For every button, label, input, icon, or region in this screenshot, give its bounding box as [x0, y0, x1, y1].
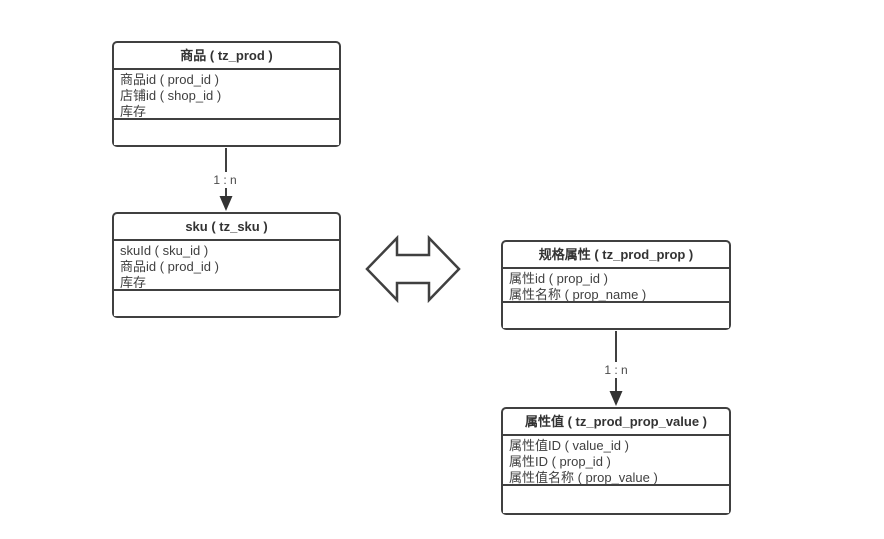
entity-prod-prop-footer	[503, 303, 729, 328]
entity-sku-fields: skuId ( sku_id ) 商品id ( prod_id ) 库存	[114, 241, 339, 291]
field-prod-id: 商品id ( prod_id )	[120, 72, 219, 87]
entity-prod-prop-title: 规格属性 ( tz_prod_prop )	[503, 242, 729, 269]
double-arrow-shape[interactable]	[365, 234, 461, 304]
entity-prod-prop-value-title: 属性值 ( tz_prod_prop_value )	[503, 409, 729, 436]
entity-prod-prop-fields: 属性id ( prop_id ) 属性名称 ( prop_name )	[503, 269, 729, 303]
entity-prod-prop-value-fields: 属性值ID ( value_id ) 属性ID ( prop_id ) 属性值名…	[503, 436, 729, 486]
entity-prod-prop[interactable]: 规格属性 ( tz_prod_prop ) 属性id ( prop_id ) 属…	[501, 240, 731, 330]
entity-prod-fields: 商品id ( prod_id ) 店铺id ( shop_id ) 库存	[114, 70, 339, 120]
field-value-prop-id: 属性ID ( prop_id )	[509, 454, 611, 469]
arrowhead-down-icon	[609, 391, 623, 406]
field-sku-id: skuId ( sku_id )	[120, 243, 209, 258]
entity-sku-title: sku ( tz_sku )	[114, 214, 339, 241]
entity-sku[interactable]: sku ( tz_sku ) skuId ( sku_id ) 商品id ( p…	[112, 212, 341, 318]
entity-sku-footer	[114, 291, 339, 316]
entity-prod[interactable]: 商品 ( tz_prod ) 商品id ( prod_id ) 店铺id ( s…	[112, 41, 341, 147]
field-shop-id: 店铺id ( shop_id )	[120, 88, 222, 103]
entity-prod-title: 商品 ( tz_prod )	[114, 43, 339, 70]
entity-prod-prop-value-footer	[503, 486, 729, 513]
entity-prod-footer	[114, 120, 339, 145]
field-sku-prod-id: 商品id ( prod_id )	[120, 259, 219, 274]
field-value-id: 属性值ID ( value_id )	[509, 438, 629, 453]
field-prop-value: 属性值名称 ( prop_value )	[509, 470, 658, 485]
entity-prod-prop-value[interactable]: 属性值 ( tz_prod_prop_value ) 属性值ID ( value…	[501, 407, 731, 515]
arrowhead-down-icon	[219, 196, 233, 211]
field-stock: 库存	[120, 104, 147, 119]
field-sku-stock: 库存	[120, 275, 147, 290]
cardinality-label-prod-sku: 1 : n	[203, 172, 247, 188]
field-prop-id: 属性id ( prop_id )	[509, 271, 608, 286]
cardinality-label-prop-value: 1 : n	[594, 362, 638, 378]
field-prop-name: 属性名称 ( prop_name )	[509, 287, 647, 302]
